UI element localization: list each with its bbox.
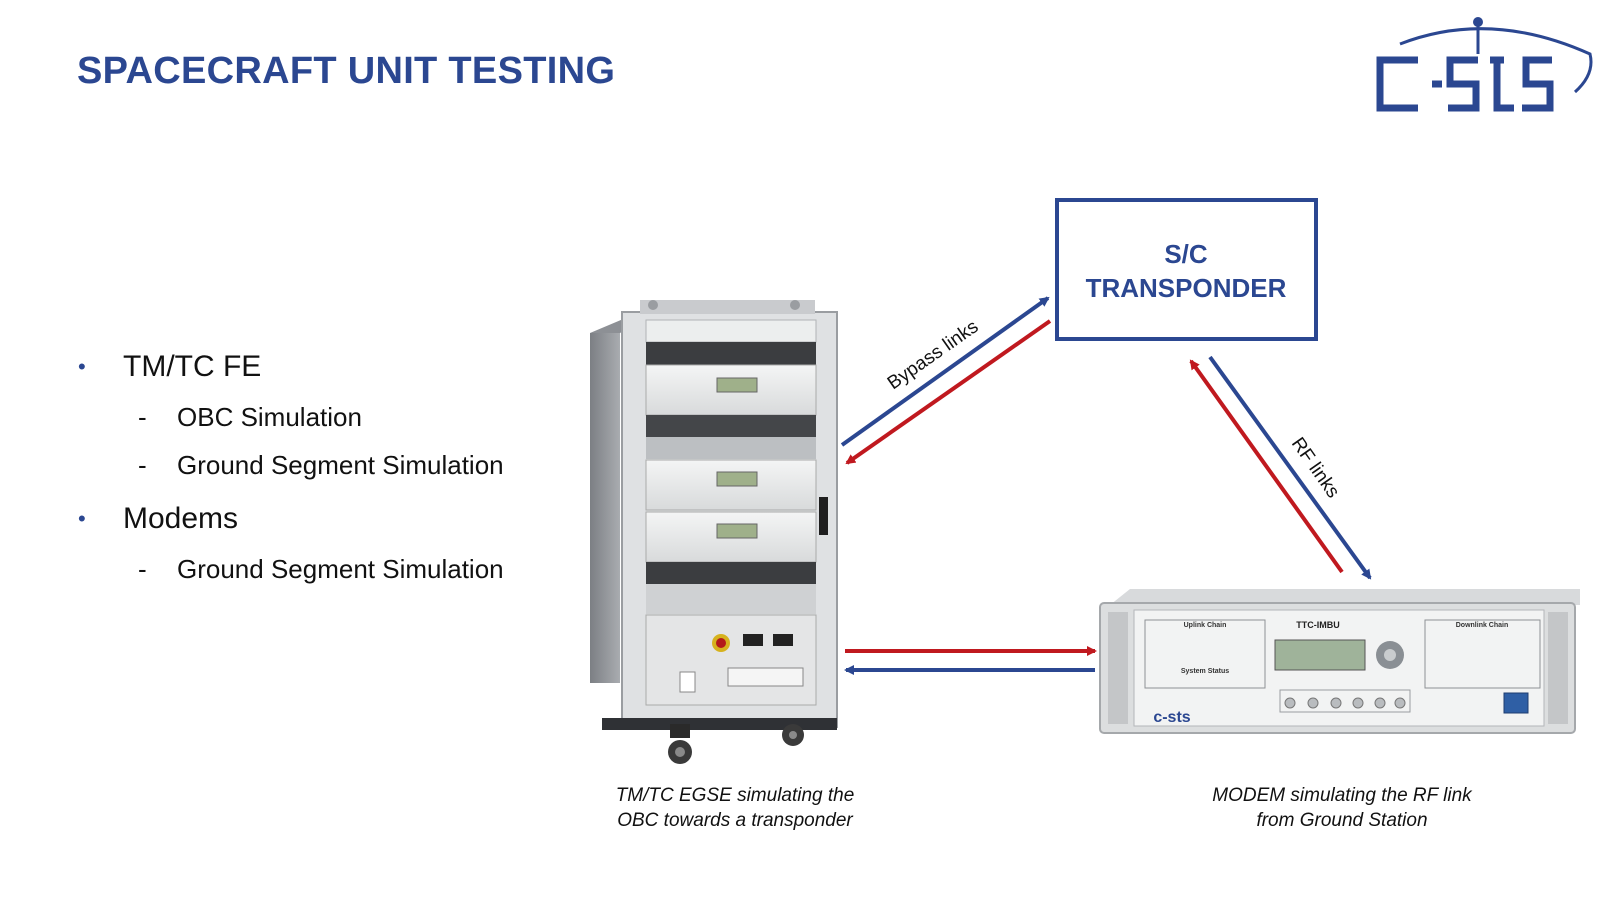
modem-model-label: TTC-IMBU bbox=[1296, 620, 1340, 630]
bullet-dot: • bbox=[78, 506, 86, 531]
rf-arrow-to-transponder bbox=[1189, 359, 1344, 574]
rf-links-label: RF links bbox=[1287, 434, 1344, 502]
modem-brand-label: c-sts bbox=[1153, 709, 1190, 726]
sub-bullet-label: Ground Segment Simulation bbox=[177, 554, 504, 584]
egse-rack-image bbox=[590, 300, 838, 764]
transponder-label-line2: TRANSPONDER bbox=[1086, 273, 1287, 303]
rf-arrow-to-modem bbox=[1208, 355, 1372, 580]
egse-caption: TM/TC EGSE simulating the OBC towards a … bbox=[615, 785, 855, 831]
sub-bullet-label: Ground Segment Simulation bbox=[177, 450, 504, 480]
bypass-arrow-to-egse bbox=[845, 319, 1052, 465]
csts-logo bbox=[1376, 17, 1593, 112]
system-status-label: System Status bbox=[1181, 668, 1229, 675]
sub-bullet-label: OBC Simulation bbox=[177, 402, 362, 432]
bullet-label: Modems bbox=[123, 502, 239, 535]
uplink-chain-label: Uplink Chain bbox=[1184, 622, 1227, 629]
downlink-chain-label: Downlink Chain bbox=[1456, 622, 1509, 629]
bullet-label: TM/TC FE bbox=[123, 350, 262, 383]
modem-unit-image: Uplink Chain System Status TTC-IMBU Down… bbox=[1099, 589, 1580, 734]
bullet-dot: • bbox=[78, 354, 86, 379]
bypass-arrow-to-transponder bbox=[840, 296, 1050, 447]
page-title: SPACECRAFT UNIT TESTING bbox=[77, 50, 616, 92]
transponder-label-line1: S/C bbox=[1164, 239, 1208, 269]
modem-caption: MODEM simulating the RF link from Ground… bbox=[1212, 785, 1472, 831]
transponder-box: S/C TRANSPONDER bbox=[1055, 198, 1318, 341]
